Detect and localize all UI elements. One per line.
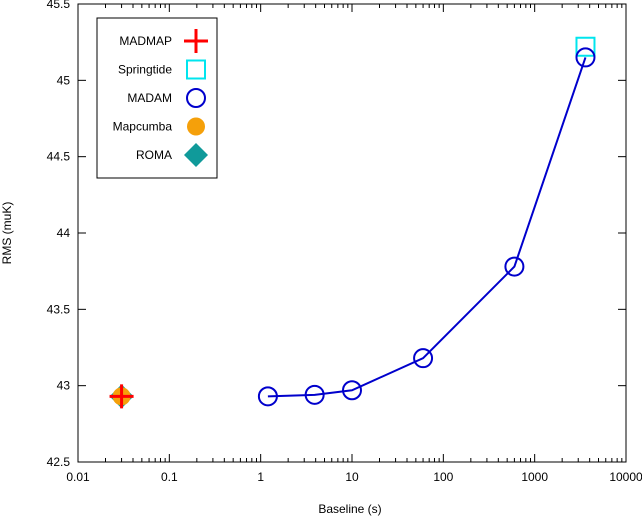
x-tick-label: 0.1	[161, 470, 178, 484]
legend-label-madam: MADAM	[127, 91, 172, 105]
y-axis-label: RMS (muK)	[0, 202, 14, 265]
legend-label-mapcumba: Mapcumba	[113, 120, 173, 134]
legend-marker-madam	[186, 88, 206, 108]
y-tick-label: 43	[57, 379, 71, 393]
legend-label-roma: ROMA	[136, 148, 172, 162]
data-point-springtide	[575, 36, 596, 57]
y-tick-label: 44.5	[47, 150, 71, 164]
x-tick-label: 100	[433, 470, 453, 484]
x-tick-label: 0.01	[66, 470, 90, 484]
x-tick-label: 1000	[521, 470, 548, 484]
x-tick-label: 10000	[609, 470, 642, 484]
legend-marker-mapcumba	[187, 117, 205, 136]
legend-label-springtide: Springtide	[118, 63, 172, 77]
data-point-madam	[257, 386, 278, 407]
y-tick-label: 44	[57, 226, 71, 240]
x-tick-label: 10	[345, 470, 359, 484]
data-point-madam	[575, 47, 596, 68]
y-tick-label: 45	[57, 73, 71, 87]
data-point-madam	[304, 384, 325, 405]
y-tick-label: 43.5	[47, 302, 71, 316]
data-point-madam	[413, 348, 434, 369]
plot-layer: 0.01 0.1 1 10 100 1000 10000 42.5 43 43.5 44 44.5 45…	[47, 0, 642, 484]
y-tick-label: 45.5	[47, 0, 71, 11]
data-point-madam	[504, 256, 525, 277]
legend-label-madmap: MADMAP	[119, 34, 172, 48]
legend-marker-springtide	[186, 59, 206, 80]
y-tick-label: 42.5	[47, 455, 71, 469]
x-tick-label: 1	[257, 470, 264, 484]
x-axis-label: Baseline (s)	[318, 502, 381, 516]
series-line-madam	[267, 57, 587, 398]
data-point-madam	[342, 380, 362, 401]
legend-marker-roma	[184, 143, 208, 167]
